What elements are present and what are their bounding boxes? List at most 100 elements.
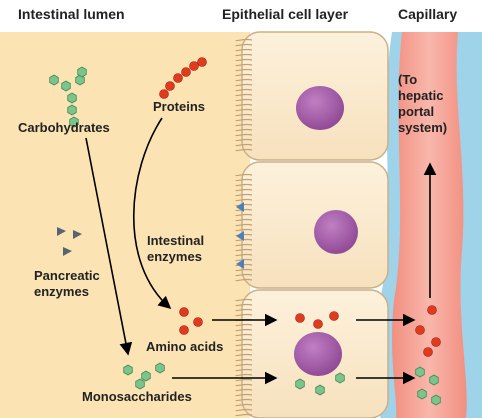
- label-intestinal-enzymes: Intestinal enzymes: [147, 233, 204, 265]
- microvillus: [235, 393, 253, 397]
- microvillus: [235, 128, 253, 132]
- microvillus: [235, 138, 253, 142]
- sugar-unit: [61, 80, 71, 92]
- enzyme-icon: [236, 259, 244, 269]
- microvillus: [235, 173, 253, 177]
- label-amino-acids: Amino acids: [146, 339, 224, 354]
- header-epithelial-cell-layer: Epithelial cell layer: [222, 6, 349, 22]
- microvillus: [235, 58, 253, 62]
- microvillus: [235, 213, 253, 217]
- amino-acid: [427, 305, 437, 315]
- amino-acid: [179, 307, 189, 317]
- microvillus: [235, 123, 253, 127]
- monosaccharide: [315, 384, 325, 396]
- amino-acid: [193, 317, 203, 327]
- label-line: Intestinal: [147, 233, 205, 248]
- amino-acid-unit: [159, 89, 169, 99]
- microvillus: [235, 333, 253, 337]
- microvillus: [235, 273, 253, 277]
- sugar-unit: [77, 66, 87, 78]
- amino-acid-unit: [189, 61, 199, 71]
- enzyme-icon: [73, 230, 82, 239]
- header-intestinal-lumen: Intestinal lumen: [18, 6, 125, 22]
- microvillus: [235, 223, 253, 227]
- microvillus: [235, 373, 253, 377]
- microvillus: [235, 48, 253, 52]
- amino-acid: [423, 347, 433, 357]
- microvillus: [235, 88, 253, 92]
- microvillus: [235, 298, 253, 302]
- label-line: system): [398, 120, 448, 135]
- amino-acid-unit: [173, 73, 183, 83]
- microvillus: [235, 248, 253, 252]
- microvillus: [235, 143, 253, 147]
- microvillus: [235, 328, 253, 332]
- monosaccharide: [141, 370, 151, 382]
- microvillus: [235, 378, 253, 382]
- label-line: hepatic: [398, 88, 444, 103]
- label-line: Pancreatic: [34, 268, 100, 283]
- microvillus: [235, 323, 253, 327]
- microvillus: [235, 73, 253, 77]
- microvillus: [235, 178, 253, 182]
- intestinal-lumen-region: [0, 32, 250, 418]
- microvilli-brush-border: [235, 38, 253, 417]
- flow-arrows: [85, 117, 437, 385]
- microvillus: [235, 413, 253, 417]
- microvillus: [235, 408, 253, 412]
- microvillus: [235, 133, 253, 137]
- label-pancreatic-enzymes: Pancreatic enzymes: [34, 268, 100, 300]
- pancreatic-enzymes-icons: [57, 227, 82, 256]
- microvillus: [235, 38, 253, 42]
- amino-acid-unit: [181, 67, 191, 77]
- nucleus: [294, 332, 342, 376]
- monosaccharide: [429, 374, 439, 386]
- microvillus: [235, 198, 253, 202]
- microvillus: [235, 243, 253, 247]
- microvillus: [235, 183, 253, 187]
- microvillus: [235, 343, 253, 347]
- label-monosaccharides: Monosaccharides: [82, 389, 192, 404]
- monosaccharide: [135, 378, 145, 390]
- microvillus: [235, 98, 253, 102]
- microvillus: [235, 83, 253, 87]
- microvillus: [235, 303, 253, 307]
- microvillus: [235, 258, 253, 262]
- amino-acid-unit: [165, 81, 175, 91]
- amino-acid: [415, 325, 425, 335]
- microvillus: [235, 193, 253, 197]
- sugar-unit: [75, 74, 85, 86]
- microvillus: [235, 108, 253, 112]
- microvillus: [235, 43, 253, 47]
- microvillus: [235, 238, 253, 242]
- label-to-hepatic-portal-system: (To hepatic portal system): [398, 72, 447, 136]
- microvillus: [235, 403, 253, 407]
- sugar-unit: [49, 74, 59, 86]
- label-line: (To: [398, 72, 418, 87]
- microvillus: [235, 353, 253, 357]
- microvillus: [235, 358, 253, 362]
- monosaccharide: [155, 362, 165, 374]
- protein-to-amino-acid-arrow: [133, 117, 172, 310]
- microvillus: [235, 68, 253, 72]
- sugar-unit: [69, 116, 79, 128]
- nucleus: [314, 210, 358, 254]
- microvillus: [235, 93, 253, 97]
- enzyme-icon: [236, 231, 244, 241]
- carbohydrate-to-monosaccharide-arrow: [85, 137, 133, 356]
- enzyme-icon: [236, 202, 244, 212]
- protein-molecule-icon: [159, 57, 207, 99]
- header-capillary: Capillary: [398, 6, 458, 22]
- microvillus: [235, 268, 253, 272]
- label-line: enzymes: [34, 284, 89, 299]
- microvillus: [235, 383, 253, 387]
- microvillus: [235, 118, 253, 122]
- microvillus: [235, 348, 253, 352]
- microvillus: [235, 63, 253, 67]
- nucleus: [296, 86, 344, 130]
- label-carbohydrates: Carbohydrates: [18, 120, 110, 135]
- label-proteins: Proteins: [153, 99, 206, 114]
- amino-acid-molecules: [179, 305, 441, 357]
- monosaccharide: [123, 364, 133, 376]
- enzyme-icon: [57, 227, 66, 236]
